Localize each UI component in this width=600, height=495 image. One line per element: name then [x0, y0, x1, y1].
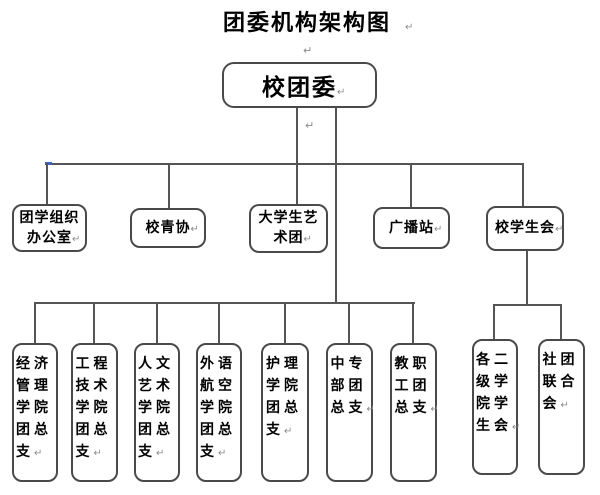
node-label: 教职工团总支 [394, 355, 431, 415]
node-label: 团学组织办公室 [19, 208, 80, 245]
connector-student-union-bus [493, 304, 562, 306]
paragraph-mark-icon: ↵ [305, 120, 315, 132]
node-youth-league-committee[interactable]: 校团委↵ [222, 62, 377, 108]
node-art-troupe[interactable]: 大学生艺术团↵ [249, 204, 328, 253]
connector-student-union-down [526, 251, 528, 306]
node-nursing-branch[interactable]: 护理学院团总支↵ [261, 343, 309, 482]
connector-drop-econ-mgmt [34, 302, 36, 344]
connector-drop-league-office [46, 163, 48, 205]
node-club-federation[interactable]: 社团联合会↵ [538, 339, 585, 475]
node-secondary-college-unions[interactable]: 各二级学院学生会↵ [472, 339, 520, 475]
node-humanities-branch[interactable]: 人文艺术学院团总支↵ [134, 343, 180, 482]
connector-drop-foreign-lang-aviation [218, 302, 220, 344]
node-student-union[interactable]: 校学生会↵ [486, 206, 564, 251]
paragraph-mark-icon: ↵ [303, 45, 313, 57]
node-staff-branch[interactable]: 教职工团总支↵ [390, 343, 439, 482]
node-label: 人文艺术学院团总支 [138, 355, 174, 459]
connector-root-to-branches [335, 107, 337, 304]
connector-drop-engineering [93, 302, 95, 344]
anchor-tick [45, 162, 52, 165]
connector-drop-nursing [284, 302, 286, 344]
chart-title-text: 团委机构架构图 [222, 10, 391, 35]
node-label: 工程技术学院团总支 [75, 355, 112, 459]
node-label: 大学生艺术团 [258, 209, 319, 245]
connector-level2-bus [47, 163, 524, 165]
chart-title: 团委机构架构图↵ [222, 10, 414, 35]
node-label: 广播站 [389, 218, 434, 235]
node-label: 各二级学院学生会 [476, 351, 512, 433]
node-label: 校学生会 [495, 219, 555, 235]
node-label: 外语航空学院团总支 [200, 355, 236, 459]
node-broadcast-station[interactable]: 广播站↵ [373, 207, 450, 249]
connector-root-to-art-troupe [296, 107, 298, 205]
node-label: 经济管理学院团总支 [16, 355, 52, 459]
node-label: 中专部团总支 [330, 355, 367, 415]
connector-drop-student-union [522, 163, 524, 207]
connector-drop-secondary-dept [348, 302, 350, 344]
node-label: 校青协 [145, 218, 191, 235]
connector-drop-secondary-college-unions [493, 304, 495, 340]
node-label: 护理学院团总支 [266, 355, 302, 437]
connector-drop-staff [412, 302, 414, 344]
node-foreign-lang-aviation-branch[interactable]: 外语航空学院团总支↵ [196, 343, 242, 482]
connector-drop-humanities [156, 302, 158, 344]
node-secondary-dept-branch[interactable]: 中专部团总支↵ [326, 343, 375, 482]
connector-branches-bus [34, 302, 415, 304]
node-volunteer-association[interactable]: 校青协↵ [130, 208, 206, 248]
node-label: 社团联合会 [542, 351, 579, 411]
node-econ-mgmt-branch[interactable]: 经济管理学院团总支↵ [12, 343, 58, 482]
connector-drop-volunteer-association [168, 163, 170, 208]
node-label: 校团委 [262, 74, 337, 100]
connector-drop-broadcast-station [410, 163, 412, 208]
node-league-office[interactable]: 团学组织办公室↵ [12, 204, 87, 252]
connector-drop-club-federation [560, 304, 562, 340]
node-engineering-branch[interactable]: 工程技术学院团总支↵ [71, 343, 118, 482]
